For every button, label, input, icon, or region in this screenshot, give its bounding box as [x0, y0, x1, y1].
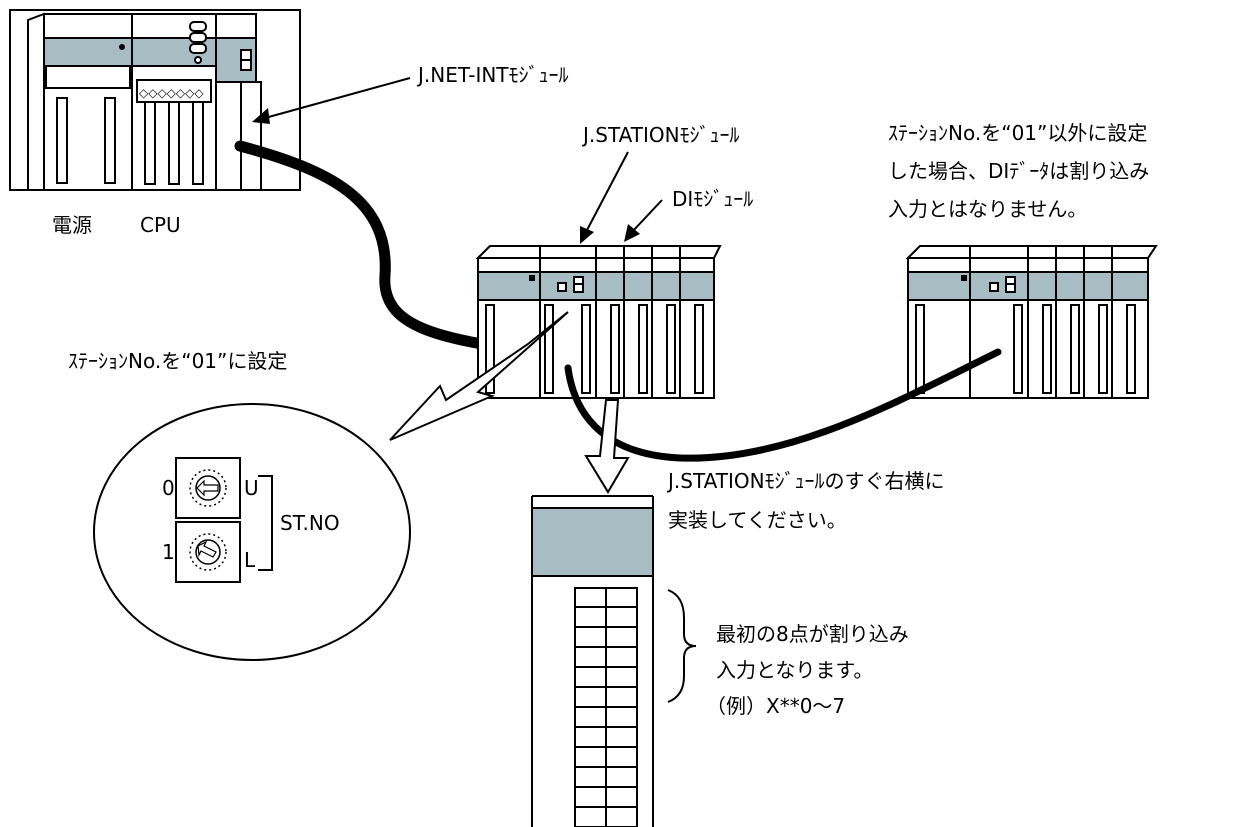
cpu-led-row-icon: ◇◇◇◇◇◇◇ — [139, 86, 204, 100]
mount-note-line1: J.STATIONﾓｼﾞｭｰﾙのすぐ右横に — [666, 469, 945, 493]
right-slot-4 — [1070, 304, 1080, 394]
net-int-connector — [240, 81, 262, 191]
rotary-pointer-lower-icon — [197, 540, 217, 558]
other-station-note-line2: した場合、DIﾃﾞｰﾀは割り込み — [888, 159, 1149, 183]
right-switch-small-icon — [989, 282, 999, 292]
rotary-dial-upper-icon — [189, 469, 227, 507]
station-switch-small-icon — [557, 282, 567, 292]
switch-upper-tag: U — [244, 476, 259, 500]
station-led-icon — [529, 275, 535, 281]
switch-lower-value: 1 — [162, 540, 175, 564]
rotary-pointer-upper-icon — [196, 479, 219, 497]
rotary-dial-lower-icon — [189, 533, 227, 571]
right-slot-1 — [915, 304, 925, 394]
power-led-icon — [119, 44, 125, 50]
di-module-label: DIﾓｼﾞｭｰﾙ — [672, 187, 753, 211]
di-panel — [531, 507, 654, 577]
station-set-01-label: ｽﾃｰｼｮﾝNo.を“01”に設定 — [68, 349, 287, 373]
cable-station-to-right — [564, 348, 1002, 462]
st-no-bracket — [258, 475, 273, 571]
station-slot-2 — [544, 304, 554, 394]
right-slot-2 — [1013, 304, 1023, 394]
net-int-arrow — [252, 77, 411, 124]
net-int-module-label: J.NET-INTﾓｼﾞｭｰﾙ — [416, 63, 569, 87]
zoom-arrow-to-switch — [389, 311, 569, 441]
cpu-slot-2 — [168, 101, 180, 185]
plc-rack: ◇◇◇◇◇◇◇ — [9, 9, 301, 191]
cpu-key-switch-icon-1 — [189, 21, 207, 32]
right-rack-top — [905, 245, 1158, 259]
power-lower-band — [45, 65, 131, 89]
station-module-label: J.STATIONﾓｼﾞｭｰﾙ — [581, 123, 740, 147]
switch-magnifier — [93, 403, 411, 661]
station-rack-top — [475, 245, 722, 259]
station-slot-3 — [581, 304, 591, 394]
right-led-icon — [961, 275, 967, 281]
power-panel — [43, 37, 133, 67]
right-slot-5 — [1098, 304, 1108, 394]
interrupt-note-line2: 入力となります。 — [716, 658, 873, 682]
switch-lower-tag: L — [244, 548, 256, 572]
interrupt-note-line1: 最初の8点が割り込み — [716, 622, 909, 646]
other-station-note-line3: 入力とはなりません。 — [888, 197, 1087, 221]
cpu-label: CPU — [140, 213, 181, 237]
cpu-key-switch-icon-2 — [189, 32, 207, 43]
station-arrow — [580, 151, 629, 244]
right-slot-6 — [1126, 304, 1136, 394]
right-rack — [905, 245, 1158, 399]
cpu-key-switch-icon-3 — [189, 43, 207, 54]
power-slot-2 — [104, 97, 116, 184]
right-slot-3 — [1042, 304, 1052, 394]
station-slot-7 — [694, 304, 704, 394]
zoom-arrow-to-di — [584, 399, 630, 494]
station-rack — [475, 245, 722, 399]
station-slot-6 — [666, 304, 676, 394]
di-arrow — [624, 199, 663, 242]
magnifier-circle — [93, 403, 411, 661]
other-station-note-line1: ｽﾃｰｼｮﾝNo.を“01”以外に設定 — [888, 121, 1147, 145]
switch-upper-value: 0 — [162, 476, 175, 500]
power-label: 電源 — [52, 213, 92, 237]
st-no-label: ST.NO — [280, 511, 340, 535]
station-slot-5 — [638, 304, 648, 394]
power-slot-1 — [56, 97, 68, 184]
cpu-slot-1 — [144, 101, 156, 185]
interrupt-brace — [667, 589, 697, 703]
cpu-slot-3 — [192, 101, 204, 185]
station-slot-1 — [485, 304, 495, 394]
power-module-side — [27, 12, 45, 191]
mount-note-line2: 実装してください。 — [668, 508, 847, 532]
station-slot-4 — [610, 304, 620, 394]
cpu-port-icon — [194, 56, 202, 64]
di-module-detail — [531, 495, 654, 827]
interrupt-note-line3: （例）X**0～7 — [706, 694, 845, 718]
